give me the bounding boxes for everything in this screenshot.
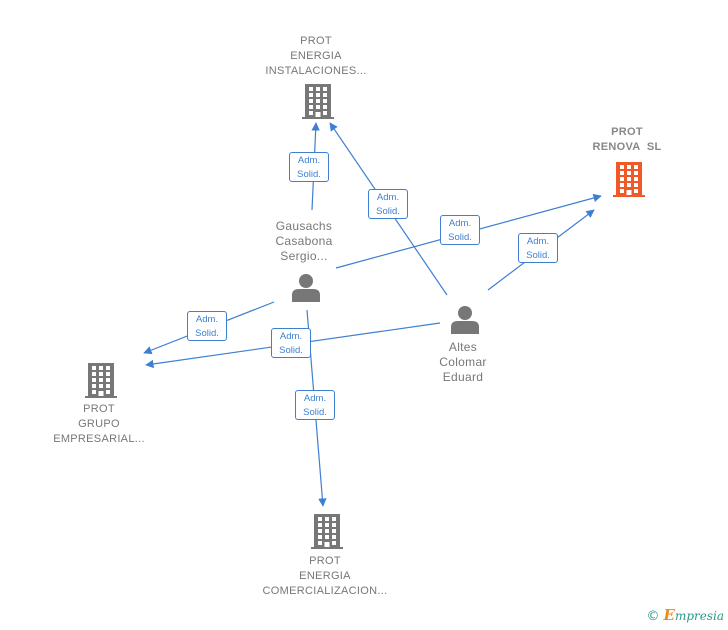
edge-label-line: Adm. bbox=[303, 393, 327, 404]
edge-label-gausachs-renova[interactable]: Adm. Solid. bbox=[440, 215, 480, 245]
label-line: PROT bbox=[300, 35, 332, 47]
label-line: COMERCIALIZACION... bbox=[262, 585, 388, 597]
label-line: ENERGIA bbox=[299, 570, 351, 582]
copyright-icon: © bbox=[646, 609, 660, 624]
node-label-grupo-empresarial[interactable]: PROT GRUPO EMPRESARIAL... bbox=[53, 402, 145, 447]
edge-label-line: Adm. bbox=[195, 314, 219, 325]
empresia-logo-text: mpresia bbox=[674, 609, 724, 623]
empresia-logo-initial: E bbox=[663, 606, 675, 624]
label-line: Eduard bbox=[442, 370, 484, 384]
building-icon-energia-instalaciones[interactable] bbox=[302, 84, 334, 119]
edge-label-line: Solid. bbox=[303, 407, 327, 418]
label-line: PROT bbox=[83, 403, 115, 415]
label-line: Colomar bbox=[439, 355, 487, 369]
edge-label-altes-energia-instalaciones[interactable]: Adm. Solid. bbox=[368, 189, 408, 219]
node-label-energia-comercializacion[interactable]: PROT ENERGIA COMERCIALIZACION... bbox=[263, 554, 388, 599]
edge-label-line: Adm. bbox=[448, 218, 472, 229]
edge-label-line: Solid. bbox=[297, 169, 321, 180]
label-line: PROT bbox=[309, 555, 341, 567]
label-line: EMPRESARIAL... bbox=[53, 433, 145, 445]
edge-label-line: Adm. bbox=[526, 236, 550, 247]
edge-label-gausachs-energia-comercializacion[interactable]: Adm. Solid. bbox=[295, 390, 335, 420]
person-icon-altes[interactable] bbox=[451, 306, 479, 334]
edge-label-line: Adm. bbox=[279, 331, 303, 342]
edge-label-line: Adm. bbox=[376, 192, 400, 203]
label-line: Altes bbox=[448, 340, 478, 354]
empresia-watermark[interactable]: ©Empresia bbox=[647, 606, 725, 624]
edge-label-line: Solid. bbox=[376, 206, 400, 217]
label-line: GRUPO bbox=[78, 418, 120, 430]
edge-label-altes-grupo-empresarial[interactable]: Adm. Solid. bbox=[271, 328, 311, 358]
label-line: Casabona bbox=[275, 234, 333, 248]
label-line: Gausachs bbox=[275, 219, 333, 233]
icon-layer bbox=[85, 84, 645, 549]
label-line: INSTALACIONES... bbox=[265, 65, 367, 77]
edge-label-line: Adm. bbox=[297, 155, 321, 166]
edge-label-line: Solid. bbox=[195, 328, 219, 339]
edge-label-altes-renova[interactable]: Adm. Solid. bbox=[518, 233, 558, 263]
label-line: PROT bbox=[611, 126, 643, 138]
building-icon-grupo-empresarial[interactable] bbox=[85, 363, 117, 398]
edge-label-line: Solid. bbox=[279, 345, 303, 356]
edge-label-gausachs-energia-instalaciones[interactable]: Adm. Solid. bbox=[289, 152, 329, 182]
node-label-altes[interactable]: Altes Colomar Eduard bbox=[439, 340, 486, 385]
label-line: ENERGIA bbox=[290, 50, 342, 62]
edge-label-gausachs-grupo-empresarial[interactable]: Adm. Solid. bbox=[187, 311, 227, 341]
node-label-energia-instalaciones[interactable]: PROT ENERGIA INSTALACIONES... bbox=[265, 34, 366, 79]
node-label-renova[interactable]: PROT RENOVA SL bbox=[592, 125, 661, 155]
node-label-gausachs[interactable]: Gausachs Casabona Sergio... bbox=[275, 219, 332, 264]
label-line: RENOVA SL bbox=[592, 141, 662, 153]
label-line: Sergio... bbox=[280, 249, 328, 263]
edge-label-line: Solid. bbox=[526, 250, 550, 261]
edge-label-line: Solid. bbox=[448, 232, 472, 243]
building-icon-energia-comercializacion[interactable] bbox=[311, 514, 343, 549]
person-icon-gausachs[interactable] bbox=[292, 274, 320, 302]
building-icon-renova[interactable] bbox=[613, 162, 645, 197]
